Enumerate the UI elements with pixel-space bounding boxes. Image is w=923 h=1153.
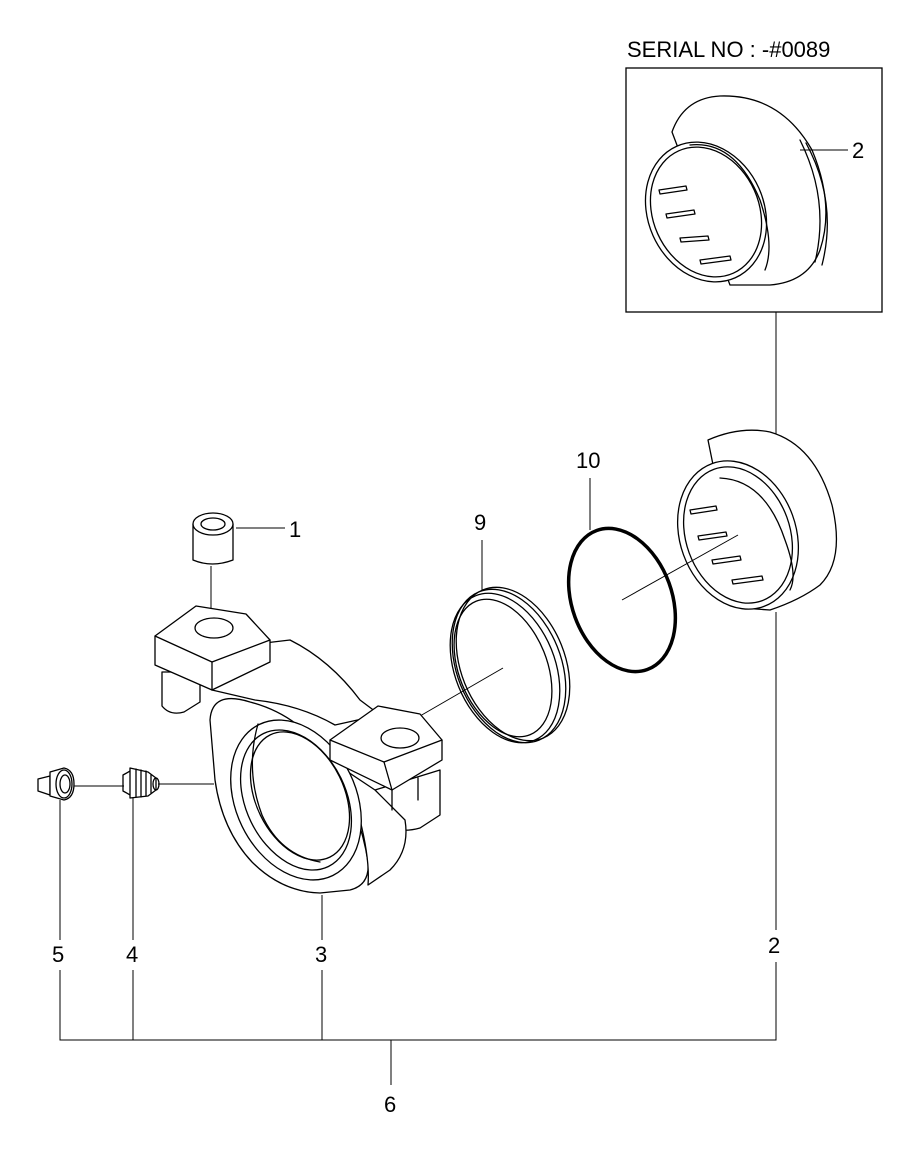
pin-drawing [192, 512, 234, 565]
o-ring-drawing [566, 526, 678, 674]
inset-oil-grooves [658, 185, 732, 265]
callout-1: 1 [289, 517, 301, 542]
grease-fitting-drawing [122, 767, 160, 799]
assembly-bracket [59, 962, 777, 1041]
callout-5: 5 [52, 942, 64, 967]
callout-3: 3 [315, 942, 327, 967]
serial-number-label: SERIAL NO : -#0089 [627, 37, 830, 62]
callout-2: 2 [768, 933, 780, 958]
inset-bushing-drawing [644, 95, 828, 286]
bore-axis-leader-lower [419, 667, 504, 717]
callout-4: 4 [126, 942, 138, 967]
callout-6: 6 [384, 1092, 396, 1117]
bushing-oil-grooves [689, 505, 764, 585]
cap-drawing [37, 767, 75, 801]
callout-9: 9 [474, 510, 486, 535]
seal-drawing [449, 586, 571, 744]
callout-10: 10 [576, 448, 600, 473]
housing-drawing [154, 605, 443, 894]
bore-axis-leader-upper [621, 534, 739, 601]
inset-box [625, 67, 883, 313]
callout-inset-2: 2 [852, 138, 864, 163]
bushing-drawing [676, 429, 838, 611]
